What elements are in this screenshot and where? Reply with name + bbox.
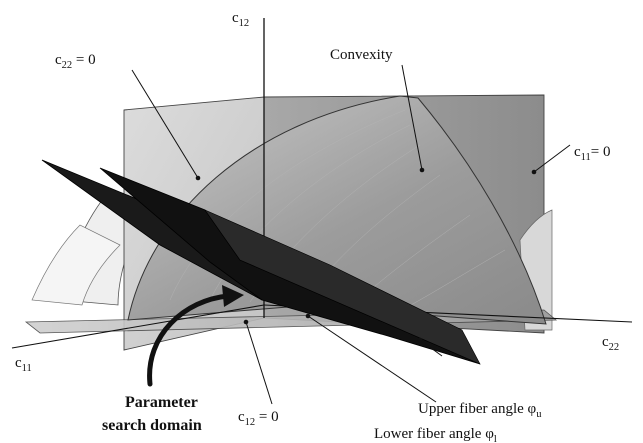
c11-axis-label: c11: [15, 355, 32, 374]
leader-dots: [195, 167, 537, 343]
left-wing-surface-inner: [31, 224, 121, 306]
c22-zero-label: c22 = 0: [55, 52, 96, 71]
parameter-domain-arrow: [147, 293, 231, 387]
parameter-domain-arrowhead: [222, 285, 244, 307]
convexity-label: Convexity: [330, 47, 393, 63]
parameter-label-line2: search domain: [102, 417, 202, 434]
parameter-label-line1: Parameter: [125, 394, 198, 411]
upper-fiber-label: Upper fiber angle φu: [418, 401, 542, 420]
c12-zero-label: c12 = 0: [238, 409, 279, 428]
c11-zero-label: c11= 0: [574, 144, 611, 163]
lower-fiber-label: Lower fiber angle φl: [374, 426, 497, 443]
leader-lines: [131, 64, 571, 405]
c12-axis-label: c12: [232, 10, 249, 29]
c22-axis-label: c22: [602, 334, 619, 353]
upper-fiber-angle-facet: [204, 209, 481, 365]
c11-axis-line: [11, 304, 265, 349]
